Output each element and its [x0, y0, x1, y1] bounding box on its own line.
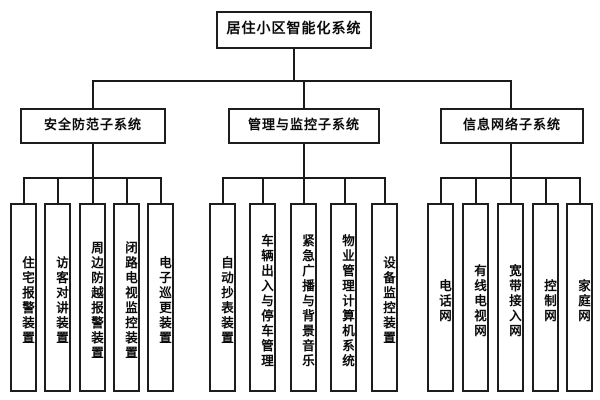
connector-drop-leaf-cctv	[126, 177, 128, 203]
connector-drop-leaf-property-computer	[344, 177, 346, 203]
node-leaf-equipment-monitor[interactable]: 设备监控装置	[371, 203, 398, 392]
connector-drop-leaf-home-net	[579, 177, 581, 203]
connector-drop-leaf-visitor-intercom	[57, 177, 59, 203]
node-branch-network[interactable]: 信息网络子系统	[440, 108, 584, 144]
node-leaf-perimeter-alarm[interactable]: 周边防越报警装置	[79, 203, 106, 392]
node-leaf-catv-net[interactable]: 有线电视网	[462, 203, 489, 392]
connector-drop-leaf-broadcast	[303, 177, 305, 203]
connector-drop-branch-network	[510, 80, 512, 108]
connector-level2-bus	[92, 80, 512, 82]
connector-drop-leaf-telephone-net	[440, 177, 442, 203]
connector-drop-leaf-perimeter-alarm	[92, 177, 94, 203]
connector-drop-leaf-catv-net	[475, 177, 477, 203]
connector-stem-branch-security	[92, 144, 94, 179]
connector-drop-leaf-control-net	[545, 177, 547, 203]
node-branch-management[interactable]: 管理与监控子系统	[228, 108, 380, 144]
connector-drop-leaf-equipment-monitor	[384, 177, 386, 203]
node-branch-security[interactable]: 安全防范子系统	[20, 108, 166, 144]
node-leaf-control-net[interactable]: 控制网	[532, 203, 559, 392]
node-leaf-home-net[interactable]: 家庭网	[566, 203, 593, 392]
node-leaf-broadband-net[interactable]: 宽带接入网	[497, 203, 524, 392]
connector-stem-branch-network	[510, 144, 512, 179]
connector-drop-branch-security	[92, 80, 94, 108]
connector-root-stem	[293, 49, 295, 81]
node-leaf-auto-meter[interactable]: 自动抄表装置	[209, 203, 236, 392]
connector-stem-branch-management	[303, 144, 305, 179]
node-leaf-telephone-net[interactable]: 电话网	[427, 203, 454, 392]
node-leaf-home-alarm[interactable]: 住宅报警装置	[10, 203, 37, 392]
node-root[interactable]: 居住小区智能化系统	[216, 11, 372, 49]
node-leaf-visitor-intercom[interactable]: 访客对讲装置	[44, 203, 71, 392]
connector-drop-branch-management	[303, 80, 305, 108]
connector-drop-leaf-parking	[262, 177, 264, 203]
node-leaf-cctv[interactable]: 闭路电视监控装置	[113, 203, 140, 392]
connector-drop-leaf-broadband-net	[510, 177, 512, 203]
connector-drop-leaf-home-alarm	[23, 177, 25, 203]
connector-drop-leaf-auto-meter	[222, 177, 224, 203]
connector-drop-leaf-e-patrol	[160, 177, 162, 203]
node-leaf-broadcast[interactable]: 紧急广播与背景音乐	[290, 203, 317, 392]
node-leaf-property-computer[interactable]: 物业管理计算机系统	[330, 203, 357, 392]
node-leaf-e-patrol[interactable]: 电子巡更装置	[147, 203, 174, 392]
node-leaf-parking[interactable]: 车辆出入与停车管理	[249, 203, 276, 392]
